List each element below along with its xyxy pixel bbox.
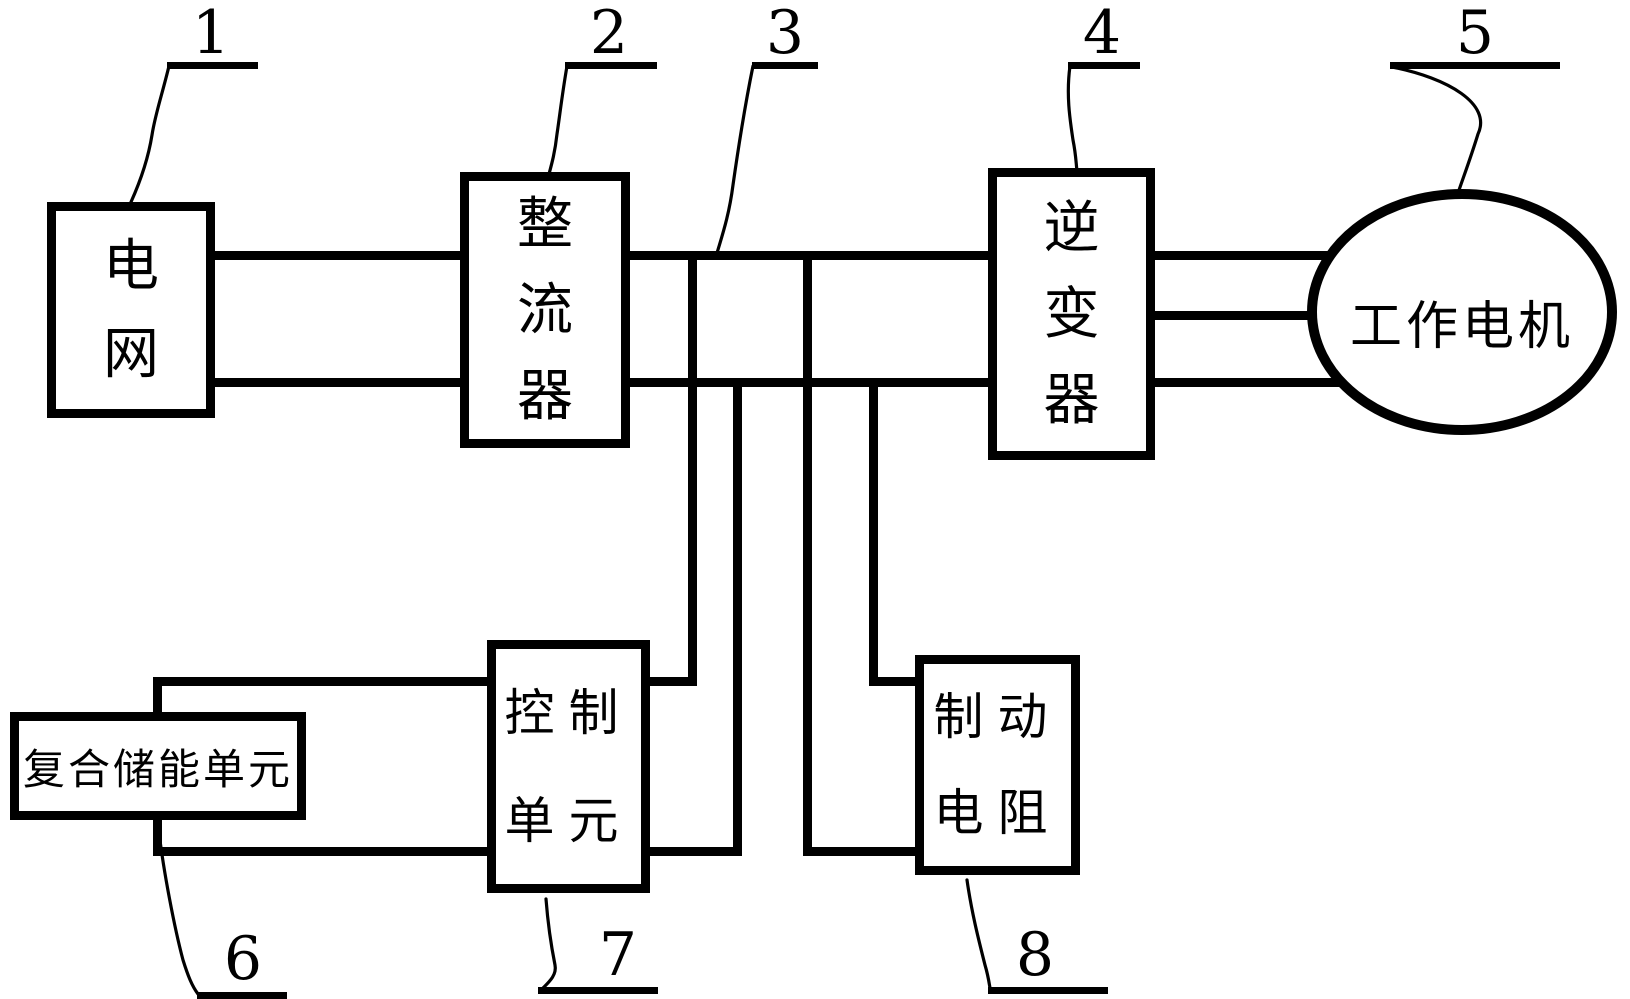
callout-number-4: 4 <box>1082 0 1122 68</box>
block-rectifier-label: 整流器 <box>517 192 573 427</box>
wire-storage-control-upper <box>153 677 492 686</box>
callout-underline-5 <box>1390 62 1560 69</box>
callout-number-6: 6 <box>223 924 263 994</box>
wire-bottom-bus-grid-rectifier <box>210 378 465 387</box>
block-storage-label: 复合储能单元 <box>22 745 293 793</box>
callout-underline-4 <box>1068 62 1140 69</box>
wire-tap-bottombus-to-brake <box>869 378 878 686</box>
callout-number-3: 3 <box>765 0 805 68</box>
callout-underline-7 <box>538 987 658 994</box>
callout-underline-3 <box>752 62 818 69</box>
wire-storage-top-stub <box>153 677 162 722</box>
leader-line-4 <box>1066 64 1079 173</box>
leader-line-8 <box>965 878 992 990</box>
wire-inverter-motor-top <box>1150 251 1335 260</box>
leader-line-6 <box>156 822 200 996</box>
block-inverter: 逆变器 <box>988 168 1155 460</box>
wire-control-right-upper <box>645 677 697 686</box>
wire-top-bus-grid-rectifier <box>210 251 465 260</box>
block-control-label: 控制单元 <box>504 684 633 849</box>
block-control: 控制单元 <box>487 640 650 893</box>
block-storage: 复合储能单元 <box>10 712 306 820</box>
wire-storage-control-lower <box>153 847 492 856</box>
wire-storage-bottom-stub <box>153 812 162 856</box>
block-rectifier: 整流器 <box>460 172 630 448</box>
callout-number-1: 1 <box>191 0 231 68</box>
wire-tap-bottombus-to-control <box>733 378 742 856</box>
callout-underline-1 <box>167 62 258 69</box>
block-inverter-label: 逆变器 <box>1043 196 1100 431</box>
leader-line-3 <box>715 64 755 255</box>
leader-line-1 <box>129 64 171 204</box>
callout-underline-6 <box>197 992 287 999</box>
callout-underline-2 <box>565 62 657 69</box>
leader-line-7 <box>541 897 557 990</box>
block-motor-label: 工作电机 <box>1349 298 1574 356</box>
wire-control-right-lower <box>645 847 742 856</box>
wire-brake-left-upper <box>869 677 920 686</box>
wire-inverter-motor-bottom <box>1150 378 1345 387</box>
block-grid: 电网 <box>47 202 215 418</box>
callout-underline-8 <box>988 987 1108 994</box>
motor-ellipse <box>1307 189 1617 435</box>
callout-number-8: 8 <box>1015 920 1055 990</box>
leader-line-5 <box>1390 65 1482 198</box>
wire-tap-topbus-to-control <box>688 251 697 686</box>
block-grid-label: 电网 <box>103 234 159 385</box>
callout-number-5: 5 <box>1455 0 1495 68</box>
callout-number-7: 7 <box>598 920 638 990</box>
callout-number-2: 2 <box>589 0 629 68</box>
block-brake: 制动电阻 <box>915 655 1080 875</box>
wire-tap-topbus-to-brake <box>803 251 812 856</box>
block-brake-label: 制动电阻 <box>933 689 1062 841</box>
wire-inverter-motor-middle <box>1150 311 1320 320</box>
leader-line-2 <box>547 64 569 176</box>
wire-brake-left-lower <box>803 847 920 856</box>
